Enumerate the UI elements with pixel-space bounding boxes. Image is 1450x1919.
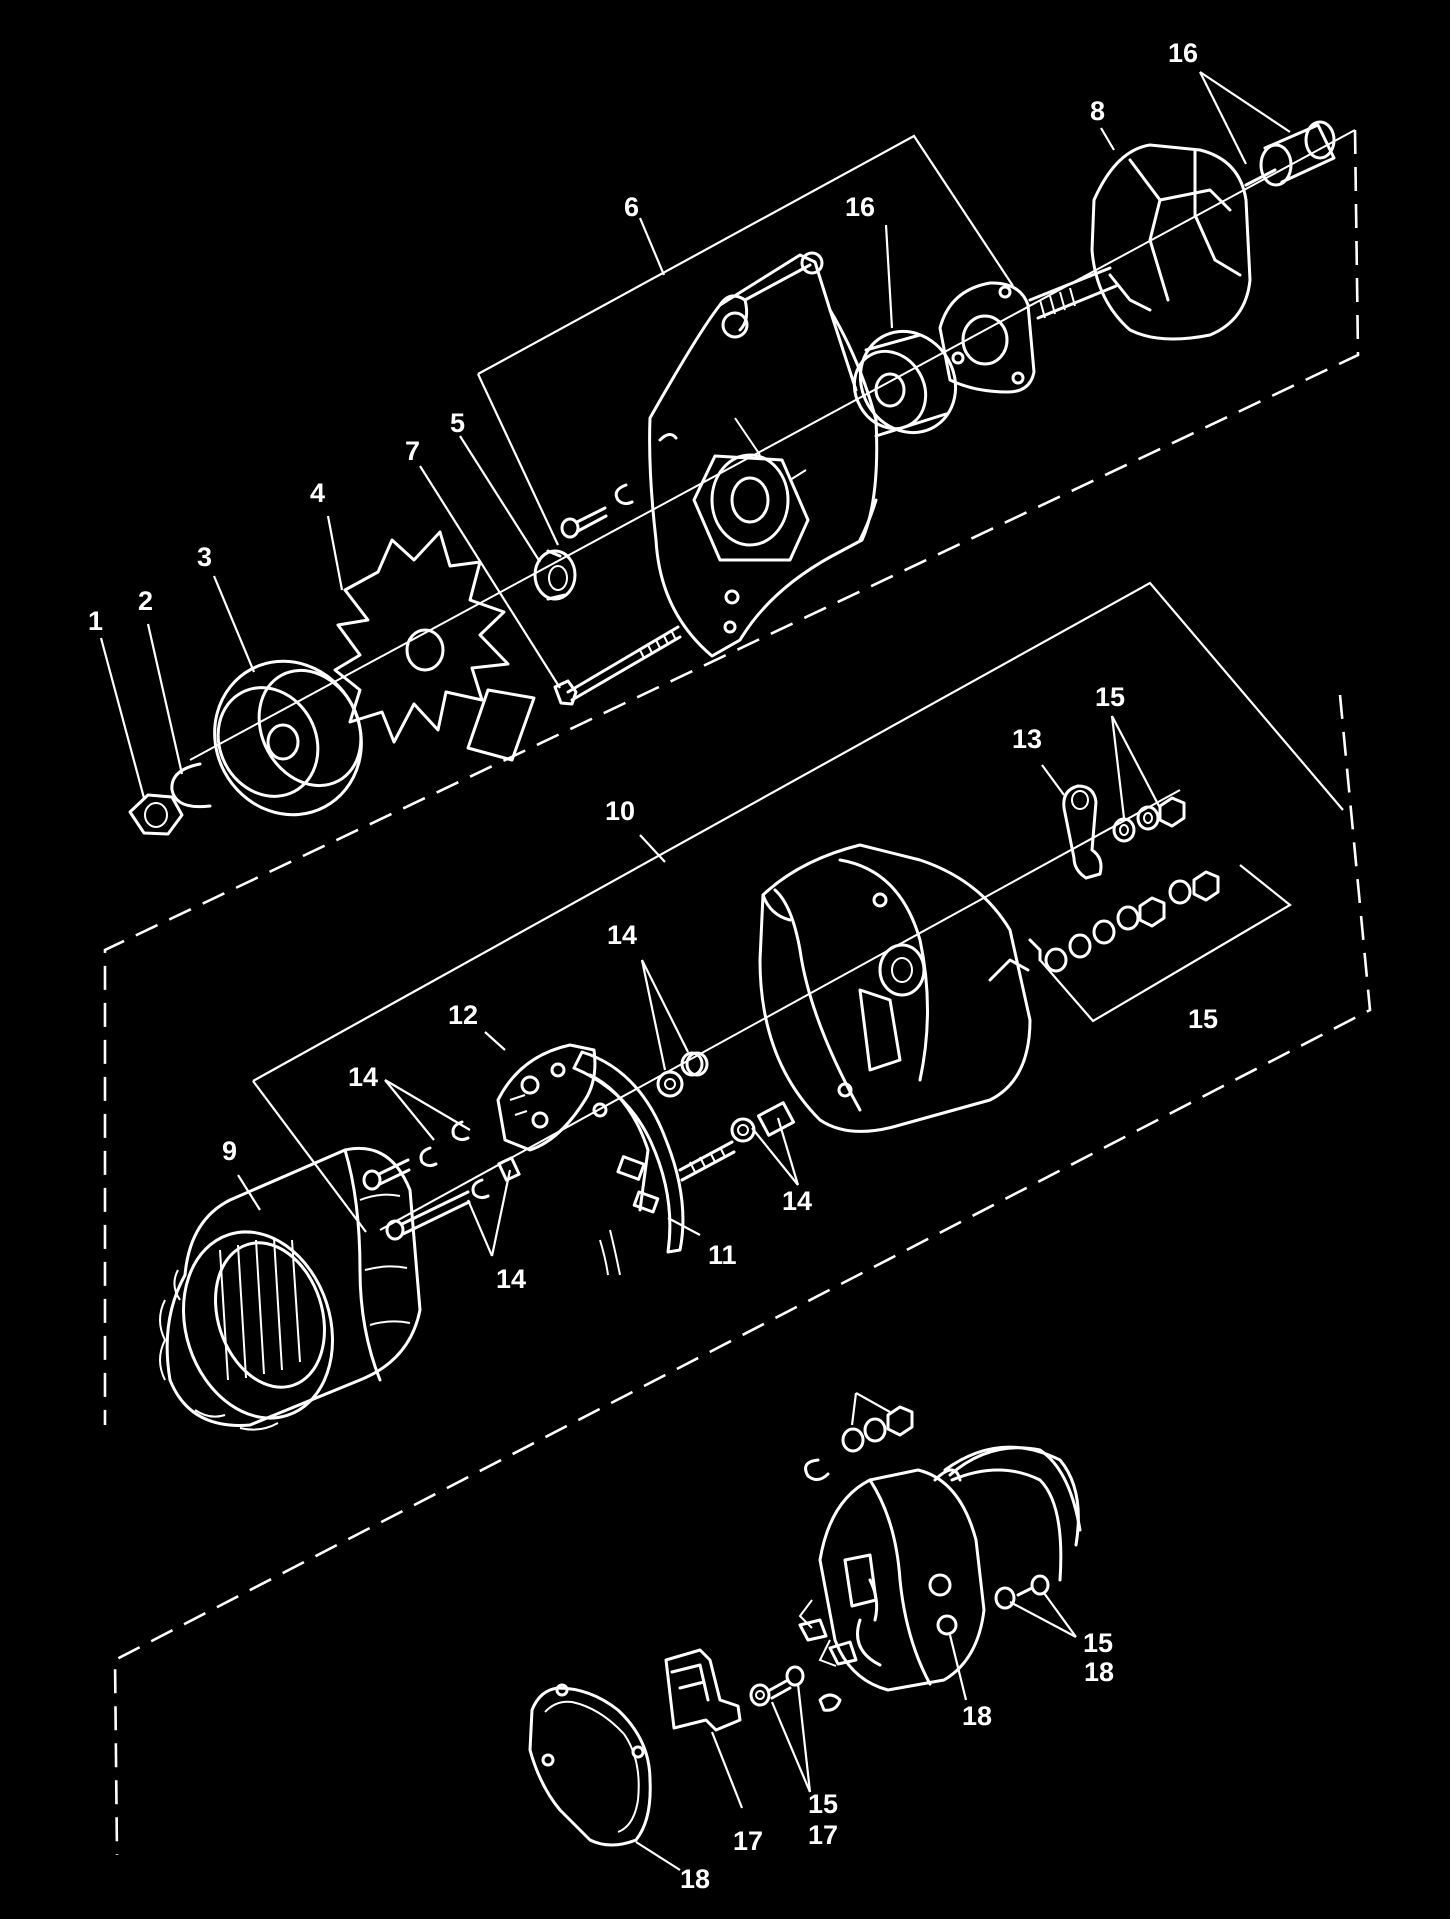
heat-sink-part-11	[572, 1050, 685, 1276]
insulators-part-14-right	[656, 1051, 796, 1182]
callout-3: 3	[197, 542, 212, 572]
callout-16-b: 16	[845, 192, 875, 222]
regulator-part-17	[664, 1648, 742, 1732]
callout-8: 8	[1090, 96, 1105, 126]
rotor-part-8	[1028, 120, 1336, 341]
drive-end-frame-part-6	[648, 251, 879, 658]
callout-14-a: 14	[607, 920, 637, 950]
bearing-part-16	[852, 329, 958, 438]
callout-5: 5	[450, 408, 465, 438]
axis-lines	[189, 129, 1356, 1231]
callout-15-d: 15	[808, 1789, 838, 1819]
callout-12: 12	[448, 1000, 478, 1030]
bolt-part-15-18-right	[994, 1574, 1050, 1610]
callout-14-c: 14	[782, 1186, 812, 1216]
snap-ring-part-2	[170, 762, 212, 809]
callout-13: 13	[1012, 724, 1042, 754]
callout-18-b: 18	[962, 1701, 992, 1731]
callout-4: 4	[310, 478, 325, 508]
callout-15-b: 15	[1188, 1004, 1218, 1034]
bracket-15-right	[1039, 864, 1292, 1023]
bearing-retainer-plate	[938, 281, 1036, 394]
callout-15-a: 15	[1095, 682, 1125, 712]
spacer-part-5	[533, 549, 577, 601]
callout-14-b: 14	[348, 1062, 378, 1092]
callout-2: 2	[138, 586, 153, 616]
washers-nuts-lower	[804, 1405, 914, 1481]
lower-housing	[798, 1445, 1082, 1692]
callout-leaders	[99, 71, 1291, 1871]
bracket-6-left-leg	[477, 373, 559, 546]
retainer-screw	[560, 483, 634, 539]
callout-18-a: 18	[1084, 1657, 1114, 1687]
washers-nuts-part-15-top	[1044, 796, 1220, 973]
callout-labels: 1 2 3 4 5 6 7 8 9 10 11 12 13 14 14 14 1…	[88, 38, 1218, 1894]
front-group-boundary	[103, 129, 1360, 1425]
callout-10: 10	[605, 796, 635, 826]
callout-1: 1	[88, 606, 103, 636]
callout-18-c: 18	[680, 1864, 710, 1894]
callout-11: 11	[708, 1240, 737, 1270]
bracket-10-left-leg	[252, 1080, 367, 1233]
pulley-part-3	[213, 659, 363, 817]
stator-part-9	[159, 1146, 422, 1431]
callout-7: 7	[405, 436, 420, 466]
callout-14-d: 14	[496, 1264, 526, 1294]
bracket-leaders	[252, 134, 1344, 1233]
callout-6: 6	[624, 192, 639, 222]
gasket-part-18	[528, 1683, 652, 1847]
callout-16-a: 16	[1168, 38, 1198, 68]
callout-9: 9	[222, 1136, 237, 1166]
terminal-bracket-part-13	[1062, 784, 1103, 880]
through-bolt-part-7	[553, 625, 682, 706]
bracket-6	[477, 134, 1014, 375]
nut-part-1	[128, 793, 184, 836]
brush-holder	[798, 1618, 858, 1712]
middle-group-boundary	[113, 694, 1372, 1856]
callout-17-a: 17	[733, 1826, 763, 1856]
callout-17-b: 17	[808, 1820, 838, 1850]
screw-part-15-17	[749, 1665, 805, 1707]
rectifier-part-12	[496, 1043, 597, 1152]
dashed-boundaries	[103, 129, 1372, 1856]
fan-part-4	[333, 530, 536, 762]
bracket-6-callout	[638, 217, 666, 276]
callout-15-c: 15	[1083, 1628, 1113, 1658]
bracket-10-callout	[639, 834, 666, 863]
screws-part-14-left	[362, 1120, 521, 1241]
bracket-10	[252, 581, 1344, 1082]
slip-ring-end-frame-part-10	[758, 843, 1042, 1133]
